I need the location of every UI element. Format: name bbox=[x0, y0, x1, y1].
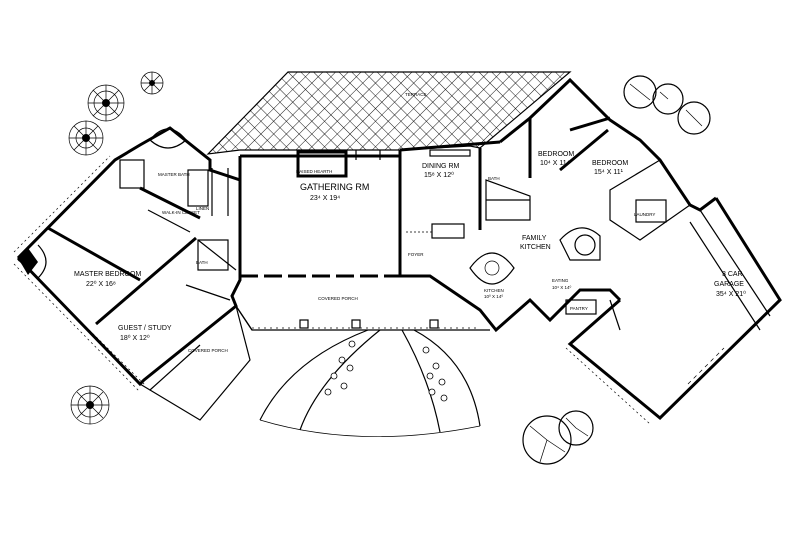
walkin-closet-label: WALK-IN CLOSET bbox=[162, 210, 200, 215]
shrub-icon bbox=[70, 385, 110, 425]
kitchen-label: KITCHEN bbox=[484, 288, 504, 293]
raised-hearth-label: RAISED HEARTH bbox=[296, 169, 332, 174]
garage-dims: 35⁴ X 21⁰ bbox=[716, 290, 746, 298]
bedroom-b-dims: 15⁴ X 11¹ bbox=[594, 169, 624, 176]
linen-label: LINEN bbox=[196, 206, 209, 211]
shrub-icon bbox=[68, 120, 104, 156]
dining-dims: 15⁸ X 12⁰ bbox=[424, 171, 454, 179]
eating-label: EATING bbox=[552, 278, 569, 283]
master-bath-label: MASTER BATH bbox=[158, 172, 190, 177]
bath-center-label: BATH bbox=[196, 260, 208, 265]
family-kitchen-label-2: KITCHEN bbox=[520, 244, 551, 251]
bedroom-a-dims: 10⁴ X 11⁴ bbox=[540, 160, 570, 167]
garage-label-2: GARAGE bbox=[714, 281, 744, 288]
master-bedroom-dims: 22⁰ X 16⁸ bbox=[86, 280, 116, 288]
entry-walkway bbox=[259, 329, 481, 437]
room-labels: BEDROOM 10⁴ X 11⁴ BEDROOM 15⁴ X 11¹ DINI… bbox=[74, 151, 746, 342]
kitchen-dining-walls bbox=[398, 77, 717, 333]
covered-porch-center-label: COVERED PORCH bbox=[318, 296, 358, 301]
center-walls bbox=[235, 150, 490, 331]
kitchen-dims: 10⁰ X 14⁰ bbox=[484, 294, 503, 299]
family-kitchen-label-1: FAMILY bbox=[522, 235, 547, 242]
bath-right-label: BATH bbox=[488, 176, 500, 181]
terrace: TERRACE bbox=[206, 71, 572, 155]
laundry-label: LAUNDRY bbox=[634, 212, 655, 217]
garage-walls bbox=[565, 197, 782, 425]
tree-icon bbox=[522, 410, 594, 465]
bedroom-a-label: BEDROOM bbox=[538, 151, 574, 158]
guest-study-label: GUEST / STUDY bbox=[118, 325, 172, 332]
dining-label: DINING RM bbox=[422, 163, 460, 170]
gathering-label: GATHERING RM bbox=[300, 182, 369, 192]
landscaping bbox=[68, 71, 711, 465]
pantry-label: PANTRY bbox=[570, 306, 588, 311]
guest-study-dims: 18⁰ X 12⁰ bbox=[120, 334, 150, 342]
tree-icon bbox=[623, 75, 711, 135]
shrub-icon bbox=[140, 71, 164, 95]
eating-dims: 10⁴ X 14⁰ bbox=[552, 285, 571, 290]
terrace-label: TERRACE bbox=[405, 92, 427, 97]
shrub-icon bbox=[87, 84, 125, 122]
master-bedroom-label: MASTER BEDROOM bbox=[74, 271, 141, 278]
bedroom-b-label: BEDROOM bbox=[592, 160, 628, 167]
foyer-label: FOYER bbox=[408, 252, 424, 257]
gathering-dims: 23⁴ X 19⁴ bbox=[310, 195, 340, 202]
covered-porch-left: COVERED PORCH bbox=[149, 305, 251, 421]
covered-porch-left-label: COVERED PORCH bbox=[188, 348, 228, 353]
garage-label-1: 3 CAR bbox=[722, 271, 743, 278]
